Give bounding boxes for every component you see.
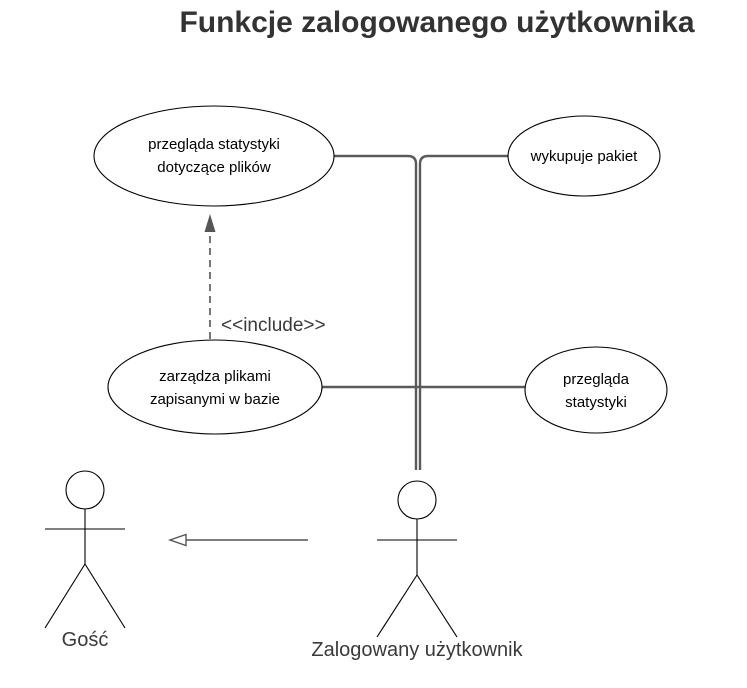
use-case-label: przegląda statystyki <box>148 136 280 153</box>
association-view-file-stats <box>334 154 418 470</box>
actor-head <box>65 470 105 510</box>
use-case-label: statystyki <box>565 394 627 411</box>
generalization-arrow <box>167 533 308 547</box>
association-lines <box>322 154 525 470</box>
use-case-label: zapisanymi w bazie <box>150 391 280 408</box>
actor-label: Gość <box>62 629 109 651</box>
actor-logged-user[interactable]: Zalogowany użytkownik <box>311 480 524 661</box>
actor-left-leg <box>44 563 86 629</box>
use-case-label: zarządza plikami <box>159 368 271 385</box>
use-case-label: przegląda <box>563 371 630 388</box>
include-label: <<include>> <box>221 315 326 336</box>
use-case-view-stats[interactable]: przegląda statystyki <box>524 346 668 434</box>
actor-right-leg <box>416 574 458 638</box>
use-case-label: wykupuje pakiet <box>530 148 639 165</box>
use-case-label: dotyczące plików <box>157 159 271 176</box>
use-case-ellipse <box>524 346 668 434</box>
actor-head <box>397 480 437 520</box>
include-dependency: <<include>> <box>204 214 326 339</box>
use-case-ellipse <box>93 105 335 207</box>
use-case-ellipse <box>507 115 661 197</box>
diagram-title: Funkcje zalogowanego użytkownika <box>179 6 694 39</box>
actor-label: Zalogowany użytkownik <box>311 639 523 661</box>
use-case-buy-package[interactable]: wykupuje pakiet <box>507 115 661 197</box>
association-buy-package <box>418 154 508 470</box>
use-case-manage-files[interactable]: zarządza plikami zapisanymi w bazie <box>107 339 323 435</box>
actor-guest[interactable]: Gość <box>44 470 126 651</box>
generalization-arrowhead <box>167 533 187 547</box>
actor-right-leg <box>84 563 126 629</box>
actor-left-leg <box>376 574 418 638</box>
use-case-ellipse <box>107 339 323 435</box>
use-case-view-file-stats[interactable]: przegląda statystyki dotyczące plików <box>93 105 335 207</box>
include-arrowhead <box>204 214 216 232</box>
